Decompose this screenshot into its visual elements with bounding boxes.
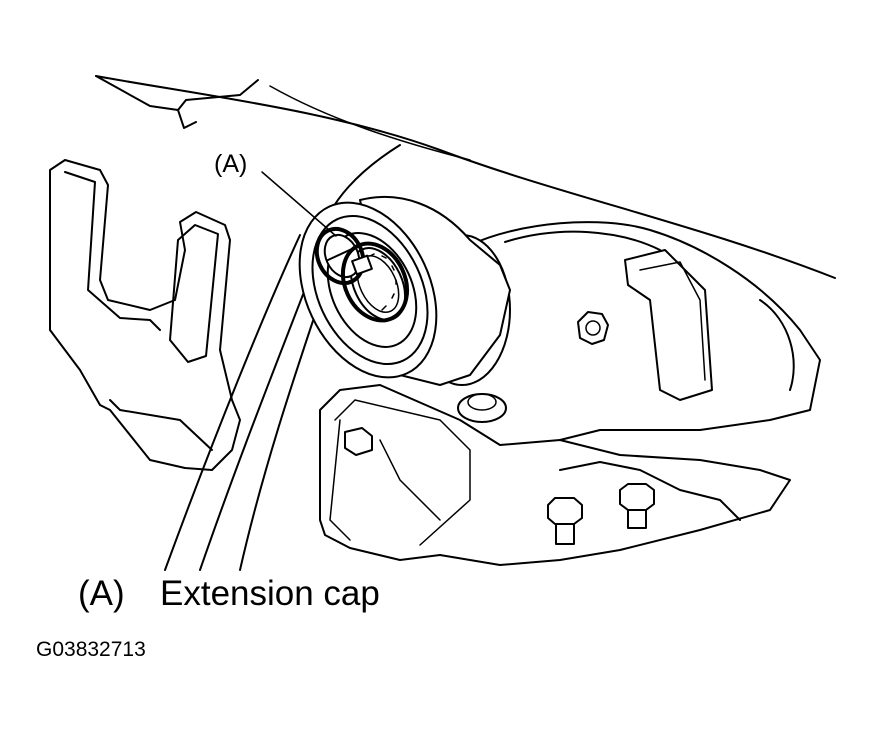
shaft-highlight-ring xyxy=(340,241,410,323)
guide-line-1 xyxy=(164,234,301,571)
plate-hole-inner xyxy=(467,393,497,411)
callout-label-a: (A) xyxy=(214,150,248,178)
plate-hole xyxy=(457,393,507,423)
guide-line-2 xyxy=(199,249,321,571)
housing-inner-ridge xyxy=(504,230,661,251)
housing-body xyxy=(469,221,821,441)
mounting-plate-inner xyxy=(334,399,471,546)
left-bracket-outline xyxy=(49,159,241,471)
mounting-plate xyxy=(319,384,791,566)
upper-panel-tab xyxy=(95,75,259,111)
stud-bolt-left xyxy=(547,497,583,545)
callout-leader-line xyxy=(261,171,337,237)
legend-text: Extension cap xyxy=(160,574,380,613)
inner-panel-curve xyxy=(269,85,471,161)
housing-bolt xyxy=(577,311,609,345)
right-bracket xyxy=(624,249,713,401)
left-bracket-slot-1 xyxy=(64,171,161,331)
upper-panel-edge xyxy=(95,75,836,279)
mounting-plate-edge xyxy=(329,419,351,541)
plate-flange xyxy=(559,461,741,521)
right-bracket-inner xyxy=(639,261,706,381)
upper-panel-tab-inner xyxy=(177,109,197,129)
figure-id: G03832713 xyxy=(36,638,146,661)
extension-cap-part xyxy=(314,226,373,286)
left-bracket-slot-2 xyxy=(169,224,219,363)
legend-key: (A) xyxy=(78,574,125,613)
housing-right-ring xyxy=(759,299,795,391)
small-nut xyxy=(344,427,373,456)
stud-bolt-right xyxy=(619,483,655,529)
legend-row: (A) Extension cap xyxy=(78,574,380,614)
mounting-plate-rib xyxy=(379,439,441,521)
left-bracket-rib xyxy=(109,399,213,451)
